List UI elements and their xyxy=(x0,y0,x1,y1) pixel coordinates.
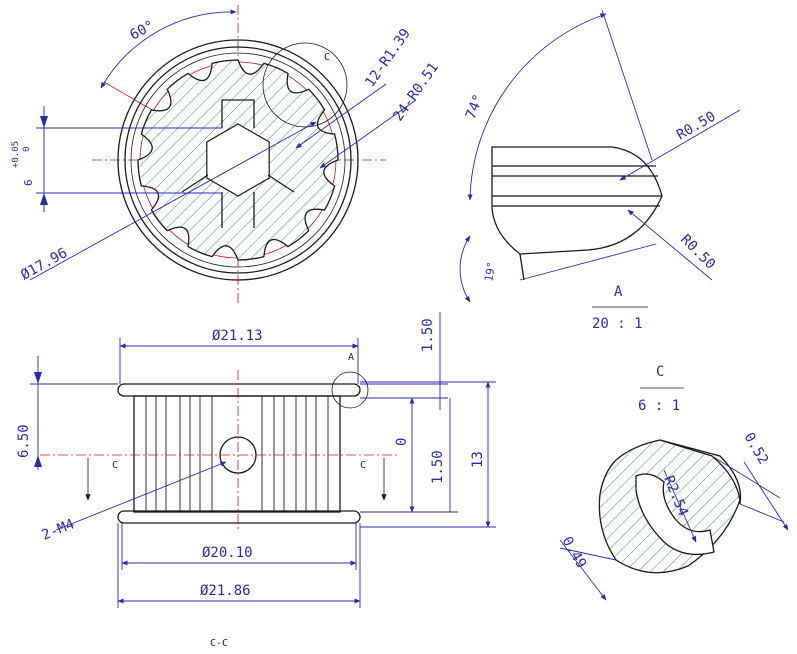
diameter-20-10-label: Ø20.10 xyxy=(202,545,253,561)
flange-inner-circle xyxy=(124,46,352,274)
hub-hexagon xyxy=(206,123,270,197)
angle-74-label: 74° xyxy=(463,92,487,121)
mid-height-label: 1.50 xyxy=(430,450,446,484)
section-mark-right: C xyxy=(360,460,366,471)
top-flange xyxy=(117,383,361,397)
leader-r254 xyxy=(663,469,697,543)
dim-650-arrow xyxy=(34,372,42,384)
detail-c-ext-2 xyxy=(739,503,785,523)
height-650-label: 6.50 xyxy=(16,424,32,458)
pulley-ribs xyxy=(145,396,329,511)
bore-size-label: 6 xyxy=(22,179,35,186)
diameter-21-13-label: Ø21.13 xyxy=(212,328,263,344)
leader-thread xyxy=(55,461,227,531)
thickness-049-label: 0.49 xyxy=(559,534,590,571)
thread-label: 2-M4 xyxy=(40,516,77,543)
dim-650-arrow-b xyxy=(34,455,42,467)
detail-c-slot xyxy=(635,473,715,556)
leader-r050-bottom xyxy=(627,209,713,281)
detail-c-marker: C xyxy=(324,52,330,63)
flange-height-label: 1.50 xyxy=(420,318,436,352)
angle-60-label: 60° xyxy=(127,18,157,44)
detail-c-ext-1 xyxy=(711,455,781,499)
detail-a: 74° 19° R0.50 R0.50 A 20 : 1 xyxy=(459,9,741,332)
leader-teeth xyxy=(295,83,387,149)
fillet-radius-label: 24-R0.51 xyxy=(390,60,442,124)
bore-arrow-top xyxy=(40,116,48,128)
section-name: C-C xyxy=(210,638,228,649)
detail-c-dim-049 xyxy=(559,539,607,601)
hub-spoke-down xyxy=(221,192,255,228)
bottom-flange xyxy=(117,510,361,524)
detail-a-slope xyxy=(519,253,525,281)
detail-a-marker-circle xyxy=(331,371,369,409)
detail-c-marker-circle xyxy=(262,42,348,128)
hub-spoke-right xyxy=(267,174,295,193)
top-view: C 60° 12-R1.39 24-R0.51 +0.05 0 6 Ø17.96 xyxy=(11,5,442,305)
hub-spoke-up xyxy=(221,99,255,128)
detail-a-profile xyxy=(491,146,663,255)
detail-c-ext-3 xyxy=(559,547,617,561)
bore-arrow-bottom xyxy=(40,193,48,205)
detail-c-name: C xyxy=(656,364,664,380)
hub-spoke-left xyxy=(181,174,209,193)
bore-tolerance-lower: 0 xyxy=(22,147,32,152)
thickness-052-label: 0.52 xyxy=(741,430,772,467)
detail-a-name: A xyxy=(614,284,623,300)
leader-fillet xyxy=(319,99,417,169)
diameter-17-96-label: Ø17.96 xyxy=(18,245,70,284)
detail-c: C 6 : 1 0.52 R2.54 0.49 xyxy=(559,364,789,601)
bore-tolerance-upper: +0.05 xyxy=(11,141,21,168)
leader-diameter xyxy=(29,121,317,281)
detail-a-ray-19 xyxy=(519,243,657,281)
radius-r050-top: R0.50 xyxy=(674,109,719,144)
detail-a-scale: 20 : 1 xyxy=(592,316,643,332)
flange-ring-circle xyxy=(130,52,346,268)
total-height-label: 13 xyxy=(470,451,486,468)
angle-arc-74 xyxy=(467,13,607,201)
flange-outer-circle xyxy=(117,39,359,281)
pulley-body xyxy=(133,395,341,513)
angle-arc-60 xyxy=(100,9,237,89)
detail-a-marker: A xyxy=(348,352,354,363)
section-view: A Ø21.13 1.50 13 0 1.50 6.50 C C xyxy=(16,312,496,649)
detail-c-rim xyxy=(659,439,742,505)
detail-c-scale: 6 : 1 xyxy=(638,398,680,414)
radius-r050-bottom: R0.50 xyxy=(677,232,718,273)
diameter-21-86-label: Ø21.86 xyxy=(200,583,251,599)
section-mark-left: C xyxy=(112,460,118,471)
detail-a-ray-74 xyxy=(601,9,653,161)
zero-label: 0 xyxy=(394,438,410,446)
angle-arc-19 xyxy=(459,235,471,303)
teeth-radius-label: 12-R1.39 xyxy=(362,26,414,90)
angle-19-label: 19° xyxy=(482,261,498,283)
leader-r050-top xyxy=(619,109,741,181)
detail-c-dim-052 xyxy=(743,461,789,531)
